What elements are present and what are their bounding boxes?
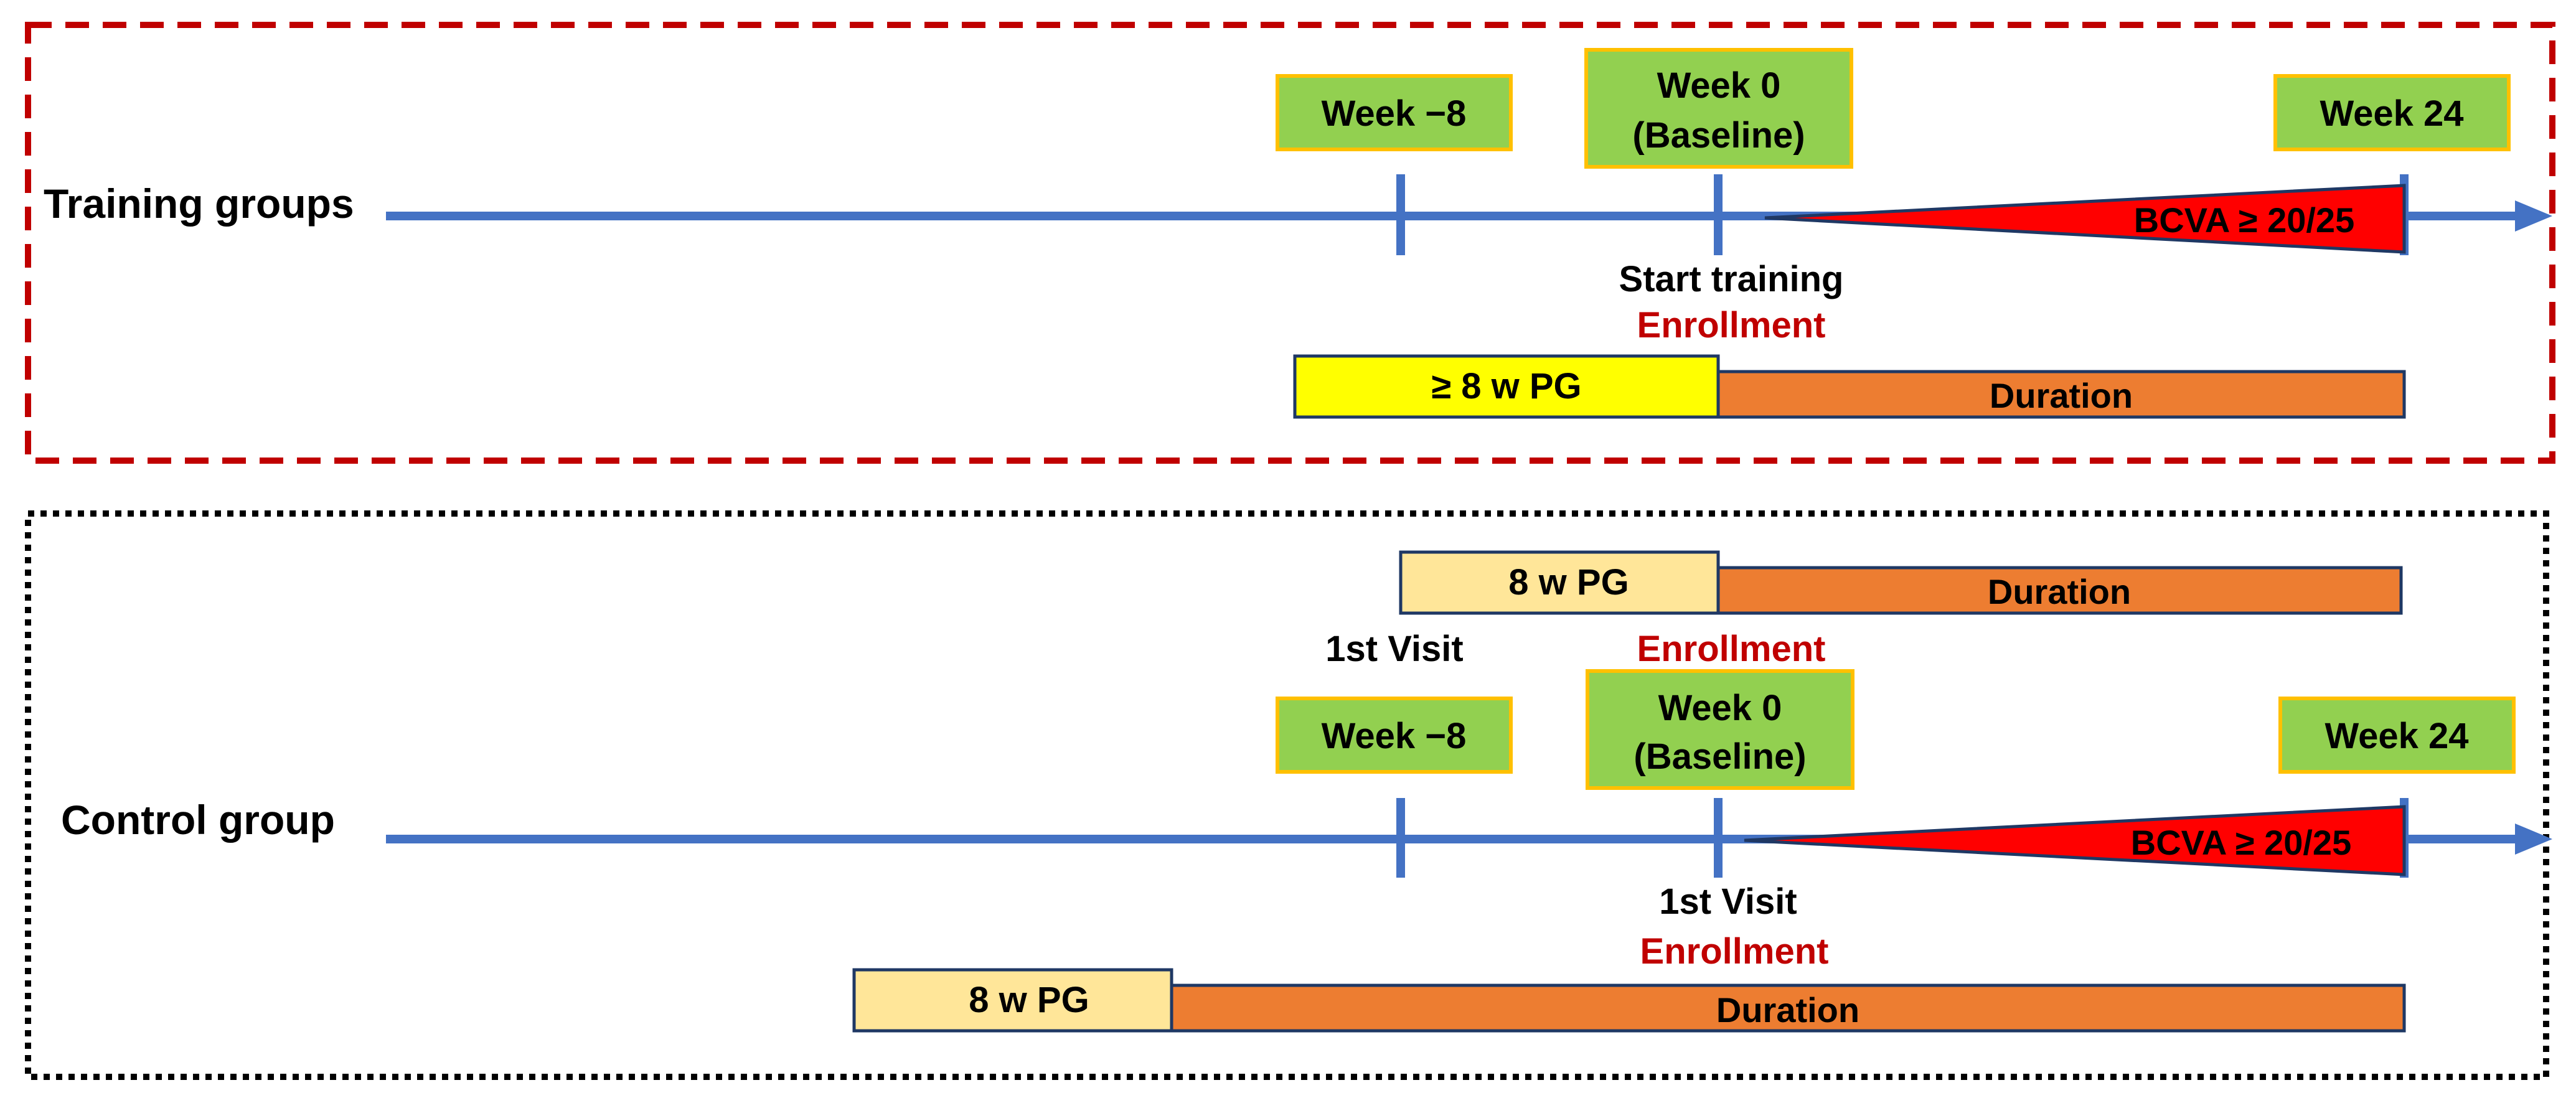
training-pg-label: ≥ 8 w PG — [1431, 366, 1581, 406]
training-week0-line2: (Baseline) — [1632, 115, 1805, 156]
control-group-label: Control group — [61, 797, 335, 843]
control-bottom-pg-label: 8 w PG — [969, 980, 1089, 1020]
training-timeline-arrowhead — [2515, 200, 2552, 232]
control-top-duration-label: Duration — [1988, 572, 2131, 611]
training-bcva-label: BCVA ≥ 20/25 — [2134, 200, 2354, 240]
control-group-panel: 8 w PG Duration 1st Visit Enrollment Wee… — [25, 510, 2552, 1080]
training-panel-frame — [25, 22, 2555, 464]
training-enrollment-label: Enrollment — [1637, 305, 1826, 345]
training-week0-box — [1584, 48, 1853, 169]
training-group-label: Training groups — [44, 181, 354, 227]
training-week-minus8-label: Week −8 — [1322, 93, 1467, 134]
control-first-visit-top-label: 1st Visit — [1325, 629, 1463, 669]
training-bcva-wedge — [1764, 184, 2406, 254]
training-duration-bar — [1716, 370, 2406, 419]
control-bcva-wedge — [1744, 805, 2406, 876]
control-week0-line2: (Baseline) — [1634, 736, 1806, 777]
control-bcva-label: BCVA ≥ 20/25 — [2131, 823, 2351, 862]
control-enrollment-top-label: Enrollment — [1637, 629, 1826, 669]
control-week24-box — [2278, 697, 2516, 774]
control-enrollment-bottom-label: Enrollment — [1640, 931, 1829, 972]
control-first-visit-bottom-label: 1st Visit — [1659, 881, 1797, 922]
training-week-minus8-box — [1276, 74, 1513, 151]
control-week0-box — [1586, 669, 1854, 790]
training-start-training-label: Start training — [1619, 259, 1844, 299]
control-week-minus8-box — [1276, 697, 1513, 774]
training-week0-line1: Week 0 — [1657, 65, 1781, 106]
training-week24-box — [2273, 74, 2511, 151]
control-week-minus8-label: Week −8 — [1322, 716, 1467, 756]
training-duration-label: Duration — [1990, 376, 2133, 415]
training-groups-panel: Training groups Week −8 Week 0 (Baseline… — [25, 22, 2555, 464]
control-week0-line1: Week 0 — [1658, 688, 1782, 728]
training-week24-label: Week 24 — [2320, 93, 2463, 134]
control-timeline-arrowhead — [2515, 824, 2552, 855]
control-top-pg-label: 8 w PG — [1508, 562, 1629, 603]
control-panel-frame — [25, 510, 2549, 1080]
control-bottom-duration-bar — [1170, 983, 2406, 1033]
control-week24-label: Week 24 — [2325, 716, 2468, 756]
control-bottom-duration-label: Duration — [1716, 990, 1859, 1030]
control-top-duration-bar — [1716, 566, 2403, 615]
